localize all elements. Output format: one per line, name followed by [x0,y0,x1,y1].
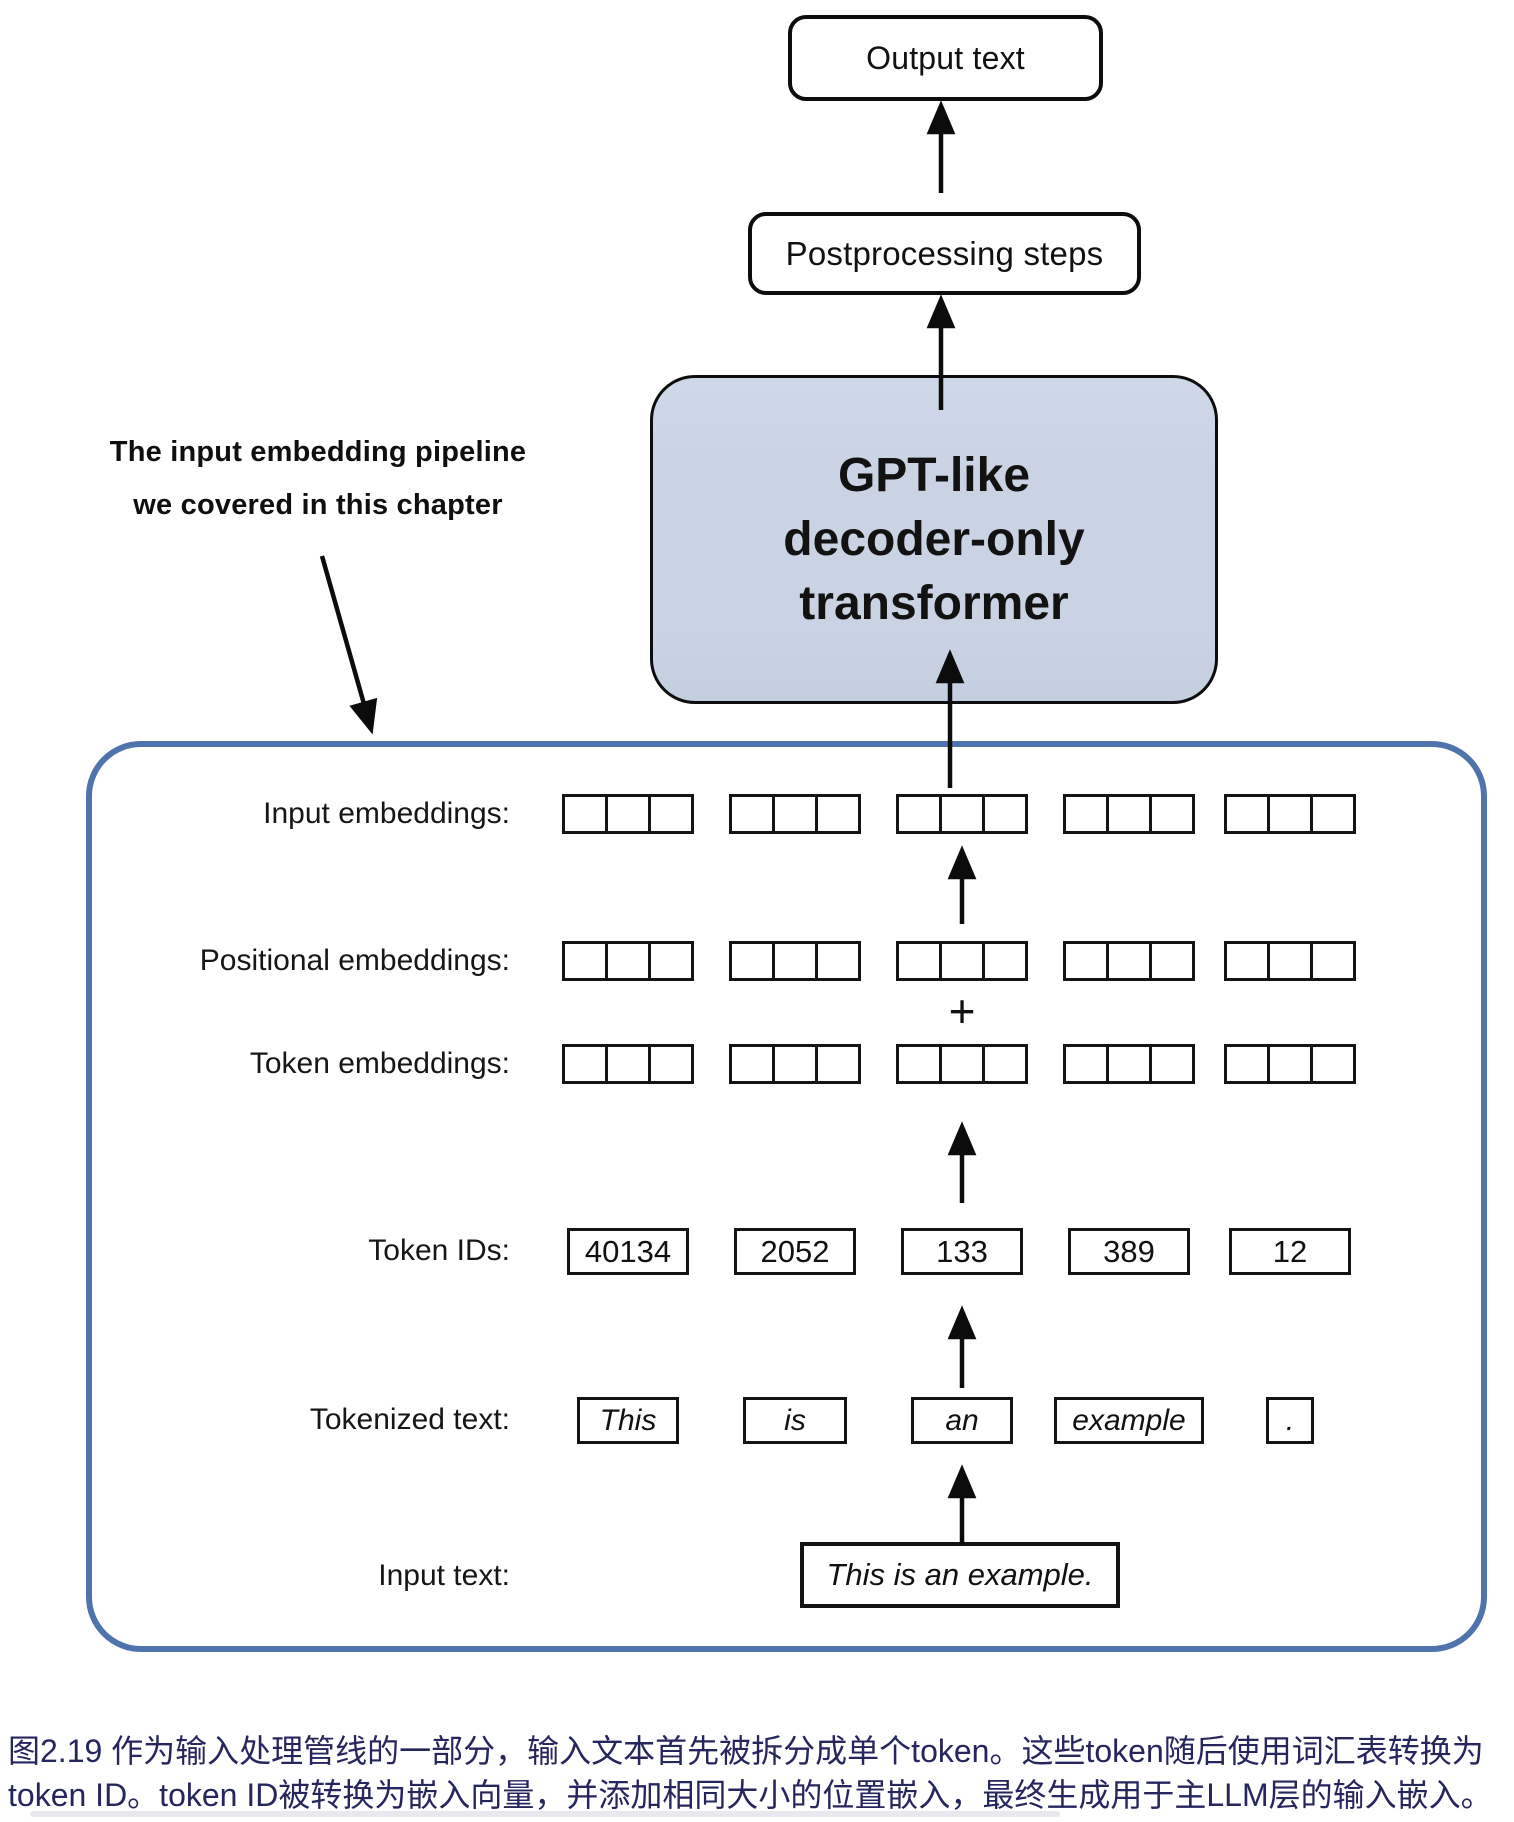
embedding-vector-token-4 [1063,1044,1195,1084]
embedding-vector-token-1 [562,1044,694,1084]
embedding-cell [1106,941,1152,981]
arrowhead-gpt-to-post [926,294,956,329]
embedding-cell [1224,794,1270,834]
embedding-cell [772,941,818,981]
token-id-box: 40134 [567,1228,689,1275]
embedding-cell [815,1044,861,1084]
embedding-cell [1106,794,1152,834]
arrowhead-post-to-output [926,100,956,135]
embedding-cell [648,794,694,834]
embedding-vector-positional-5 [1224,941,1356,981]
label-tokenized-text: Tokenized text: [309,1403,510,1436]
label-token-embeddings: Token embeddings: [249,1047,510,1080]
token-box: an [911,1397,1013,1444]
embedding-cell [896,941,942,981]
embedding-cell [1149,941,1195,981]
embedding-cell [605,794,651,834]
plus-sign: + [948,985,976,1037]
embedding-vector-input-3 [896,794,1028,834]
embedding-cell [562,794,608,834]
figure-caption: 图2.19 作为输入处理管线的一部分，输入文本首先被拆分成单个token。这些t… [8,1729,1510,1817]
token-id-box: 2052 [734,1228,856,1275]
embedding-cell [939,1044,985,1084]
embedding-vector-input-1 [562,794,694,834]
token-box: This [577,1397,679,1444]
label-token-ids: Token IDs: [368,1234,510,1267]
embedding-cell [605,941,651,981]
embedding-vector-input-2 [729,794,861,834]
output-text-label: Output text [866,39,1025,76]
gpt-line-2: decoder-only [783,512,1085,566]
embedding-cell [982,1044,1028,1084]
embedding-cell [939,794,985,834]
embedding-cell [1310,941,1356,981]
token-box: . [1266,1397,1314,1444]
token-box: is [743,1397,847,1444]
embedding-cell [896,794,942,834]
embedding-cell [729,1044,775,1084]
embedding-cell [1063,1044,1109,1084]
embedding-cell [815,941,861,981]
embedding-cell [605,1044,651,1084]
embedding-cell [1267,941,1313,981]
embedding-cell [772,794,818,834]
embedding-cell [1149,794,1195,834]
embedding-cell [729,794,775,834]
postprocessing-box: Postprocessing steps [748,212,1141,295]
token-id-box: 12 [1229,1228,1351,1275]
embedding-cell [1149,1044,1195,1084]
embedding-cell [562,1044,608,1084]
annotation-callout: The input embedding pipeline we covered … [88,426,548,532]
gpt-transformer-box: GPT-like decoder-only transformer [650,375,1218,704]
caption-line-1: 图2.19 作为输入处理管线的一部分，输入文本首先被拆分成单个token。这些t… [8,1733,1484,1769]
embedding-cell [1310,794,1356,834]
output-text-box: Output text [788,15,1103,101]
annotation-line-1: The input embedding pipeline [109,436,527,468]
caption-line-2: token ID。token ID被转换为嵌入向量，并添加相同大小的位置嵌入，最… [8,1777,1493,1813]
embedding-cell [1224,1044,1270,1084]
embedding-vector-token-2 [729,1044,861,1084]
gpt-line-1: GPT-like [837,448,1031,502]
label-input-embeddings: Input embeddings: [263,797,510,830]
embedding-cell [1106,1044,1152,1084]
embedding-cell [982,794,1028,834]
annotation-arrow [319,555,367,705]
input-text-value: This is an example. [826,1557,1094,1592]
embedding-cell [772,1044,818,1084]
embedding-cell [1224,941,1270,981]
embedding-cell [939,941,985,981]
postprocessing-label: Postprocessing steps [785,234,1104,272]
token-id-box: 133 [901,1228,1023,1275]
embedding-cell [982,941,1028,981]
embedding-vector-token-5 [1224,1044,1356,1084]
annotation-arrowhead [349,697,378,735]
embedding-vector-positional-3 [896,941,1028,981]
embedding-vector-input-5 [1224,794,1356,834]
embedding-cell [1063,794,1109,834]
embedding-cell [896,1044,942,1084]
embedding-vector-positional-4 [1063,941,1195,981]
embedding-vector-input-4 [1063,794,1195,834]
input-embedding-pipeline-container [86,741,1487,1652]
embedding-cell [729,941,775,981]
embedding-vector-token-3 [896,1044,1028,1084]
embedding-vector-positional-1 [562,941,694,981]
embedding-cell [1063,941,1109,981]
embedding-cell [648,941,694,981]
embedding-cell [1310,1044,1356,1084]
cropped-next-line-hint [30,1811,1060,1817]
embedding-cell [648,1044,694,1084]
embedding-cell [1267,794,1313,834]
gpt-line-3: transformer [799,576,1069,630]
token-box: example [1054,1397,1204,1444]
input-text-box: This is an example. [800,1542,1120,1608]
annotation-line-2: we covered in this chapter [133,489,503,521]
token-id-box: 389 [1068,1228,1190,1275]
label-input-text: Input text: [378,1559,510,1592]
embedding-cell [815,794,861,834]
label-positional-embeddings: Positional embeddings: [199,944,510,977]
embedding-cell [562,941,608,981]
embedding-vector-positional-2 [729,941,861,981]
embedding-cell [1267,1044,1313,1084]
